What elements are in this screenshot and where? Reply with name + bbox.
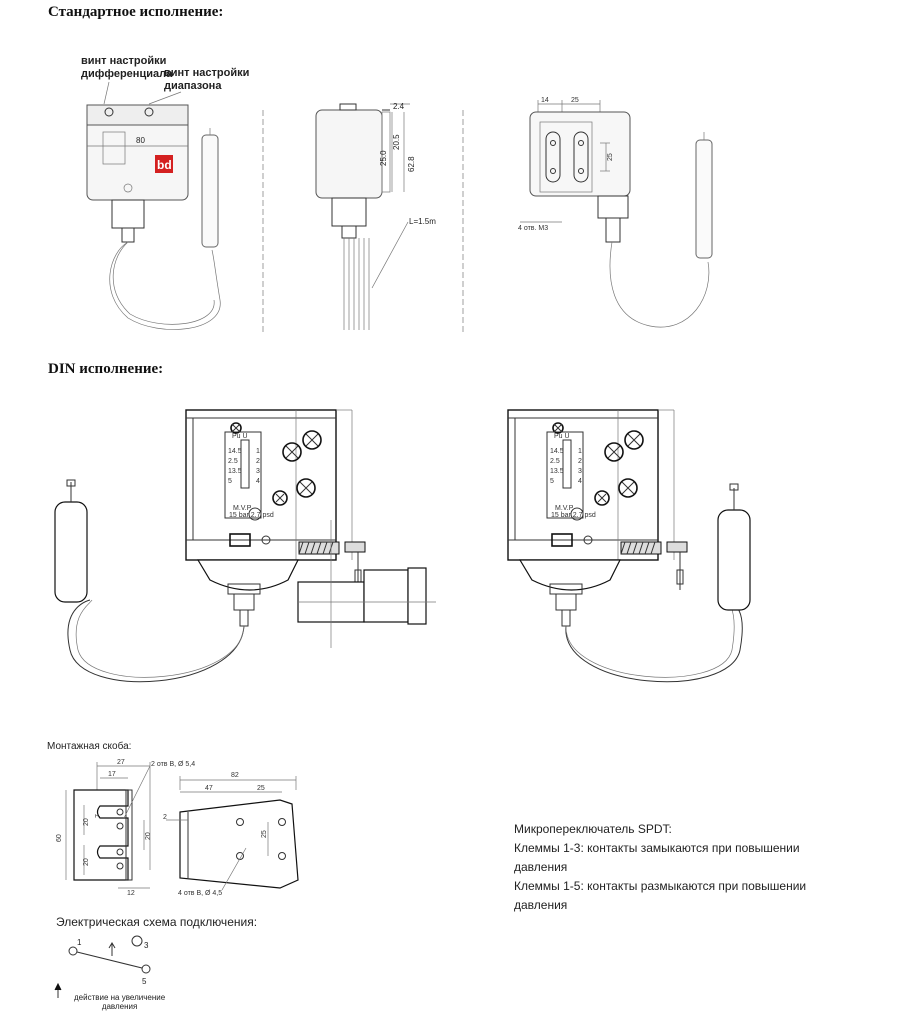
svg-text:3: 3	[144, 941, 149, 950]
svg-text:3: 3	[256, 468, 260, 475]
standard-front-view: 80 bd	[86, 81, 221, 330]
bd-logo	[155, 155, 173, 173]
svg-text:Pu U: Pu U	[554, 433, 570, 440]
din-left-unit: Pu U 14.5 2.5 13.5 5 1 2 3 4 M.V.P 15 ba…	[54, 409, 436, 683]
svg-text:4: 4	[256, 478, 260, 485]
svg-text:4 отв. М3: 4 отв. М3	[518, 225, 548, 232]
heading-din: DIN исполнение:	[48, 361, 164, 377]
svg-text:1: 1	[77, 938, 82, 947]
svg-text:20.5: 20.5	[392, 134, 401, 150]
svg-text:M.V.P: M.V.P	[233, 505, 252, 512]
svg-text:17: 17	[108, 771, 116, 778]
svg-text:2.5: 2.5	[550, 458, 560, 465]
svg-text:60: 60	[56, 834, 63, 842]
svg-text:2: 2	[578, 458, 582, 465]
label-range-screw: винт настройки диапазона	[164, 67, 250, 92]
terminal-1	[68, 946, 78, 956]
terminal-3	[131, 935, 143, 947]
svg-text:25: 25	[571, 97, 579, 104]
svg-text:15 bar 2.7 psd: 15 bar 2.7 psd	[551, 512, 596, 519]
svg-text:20: 20	[145, 832, 152, 840]
svg-text:7: 7	[95, 814, 102, 818]
label-mount-bracket: Монтажная скоба:	[47, 741, 132, 752]
svg-text:3: 3	[578, 468, 582, 475]
svg-text:5: 5	[550, 478, 554, 485]
svg-text:4 отв В, Ø 4,5: 4 отв В, Ø 4,5	[178, 890, 222, 897]
svg-text:13.5: 13.5	[228, 468, 242, 475]
svg-text:5: 5	[228, 478, 232, 485]
svg-text:bd: bd	[157, 158, 172, 172]
svg-text:27: 27	[117, 759, 125, 766]
svg-text:62.8: 62.8	[407, 156, 416, 172]
bracket-side-view: 27 17 60 20 20 7 20 12 2 отв В, Ø 5,4	[56, 759, 195, 897]
electrical-scheme: 1 3 5	[54, 935, 151, 998]
svg-text:2.5: 2.5	[228, 458, 238, 465]
terminal-5	[141, 964, 151, 974]
din-right-unit: Pu U 14.5 2.5 13.5 5 1 2 3 4 M.V.P 15 ba…	[507, 409, 751, 683]
svg-text:M.V.P: M.V.P	[555, 505, 574, 512]
svg-text:2 отв В, Ø 5,4: 2 отв В, Ø 5,4	[151, 761, 195, 768]
svg-text:1: 1	[578, 448, 582, 455]
svg-text:14.5: 14.5	[550, 448, 564, 455]
svg-text:82: 82	[231, 772, 239, 779]
standard-back-view: 14 25 25 4 отв. М3	[518, 97, 713, 328]
heading-standard: Стандартное исполнение:	[48, 4, 224, 20]
svg-text:L=1.5m: L=1.5m	[409, 217, 436, 226]
svg-text:1: 1	[256, 448, 260, 455]
svg-text:5: 5	[142, 977, 147, 986]
svg-text:12: 12	[127, 890, 135, 897]
svg-text:13.5: 13.5	[550, 468, 564, 475]
svg-text:2: 2	[256, 458, 260, 465]
label-action: действие на увеличение давления	[74, 993, 166, 1011]
svg-text:25.0: 25.0	[379, 150, 388, 166]
bracket-top-view: 82 47 25 2 25 4 отв В, Ø 4,5	[163, 772, 299, 897]
svg-text:2: 2	[163, 814, 167, 821]
svg-text:25: 25	[607, 153, 614, 161]
svg-text:20: 20	[83, 858, 90, 866]
svg-text:15 bar 2.7 psd: 15 bar 2.7 psd	[229, 512, 274, 519]
dim-80: 80	[136, 136, 145, 145]
svg-text:2.4: 2.4	[393, 102, 405, 111]
svg-text:25: 25	[261, 830, 268, 838]
svg-text:4: 4	[578, 478, 582, 485]
svg-text:47: 47	[205, 785, 213, 792]
svg-text:Pu U: Pu U	[232, 433, 248, 440]
switch-description: Микропереключатель SPDT: Клеммы 1-3: кон…	[514, 822, 807, 912]
svg-text:25: 25	[257, 785, 265, 792]
svg-text:20: 20	[83, 818, 90, 826]
standard-side-view: 2.4 20.5 25.0 62.8 L=1.5m	[262, 102, 464, 335]
label-diff-screw: винт настройки дифференциала	[81, 55, 173, 80]
label-electrical-scheme: Электрическая схема подключения:	[56, 915, 258, 929]
svg-text:14.5: 14.5	[228, 448, 242, 455]
svg-text:14: 14	[541, 97, 549, 104]
